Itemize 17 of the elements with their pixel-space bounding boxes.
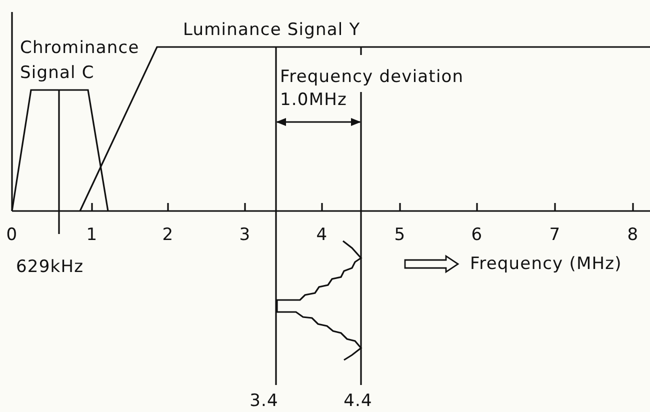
tick-label: 5 [394, 225, 406, 245]
deviation-label: Frequency deviation [280, 67, 464, 87]
signal-label: Luminance Signal Y [183, 20, 360, 40]
tick-label: 6 [471, 225, 483, 245]
tick-label: 2 [162, 225, 174, 245]
tick-label: 8 [627, 225, 639, 245]
axis-title: Frequency (MHz) [470, 254, 622, 274]
frequency-label: 629kHz [16, 257, 84, 277]
tick-label: 4 [316, 225, 328, 245]
signal-label: Chrominance Signal C [20, 37, 140, 85]
frequency-value: 4.4 [344, 391, 372, 411]
tick-label: 0 [6, 225, 18, 245]
tick-label: 7 [549, 225, 561, 245]
tick-label: 3 [239, 225, 251, 245]
frequency-value: 3.4 [250, 391, 278, 411]
dimension-value: 1.0MHz [280, 90, 348, 110]
tick-label: 1 [86, 225, 98, 245]
